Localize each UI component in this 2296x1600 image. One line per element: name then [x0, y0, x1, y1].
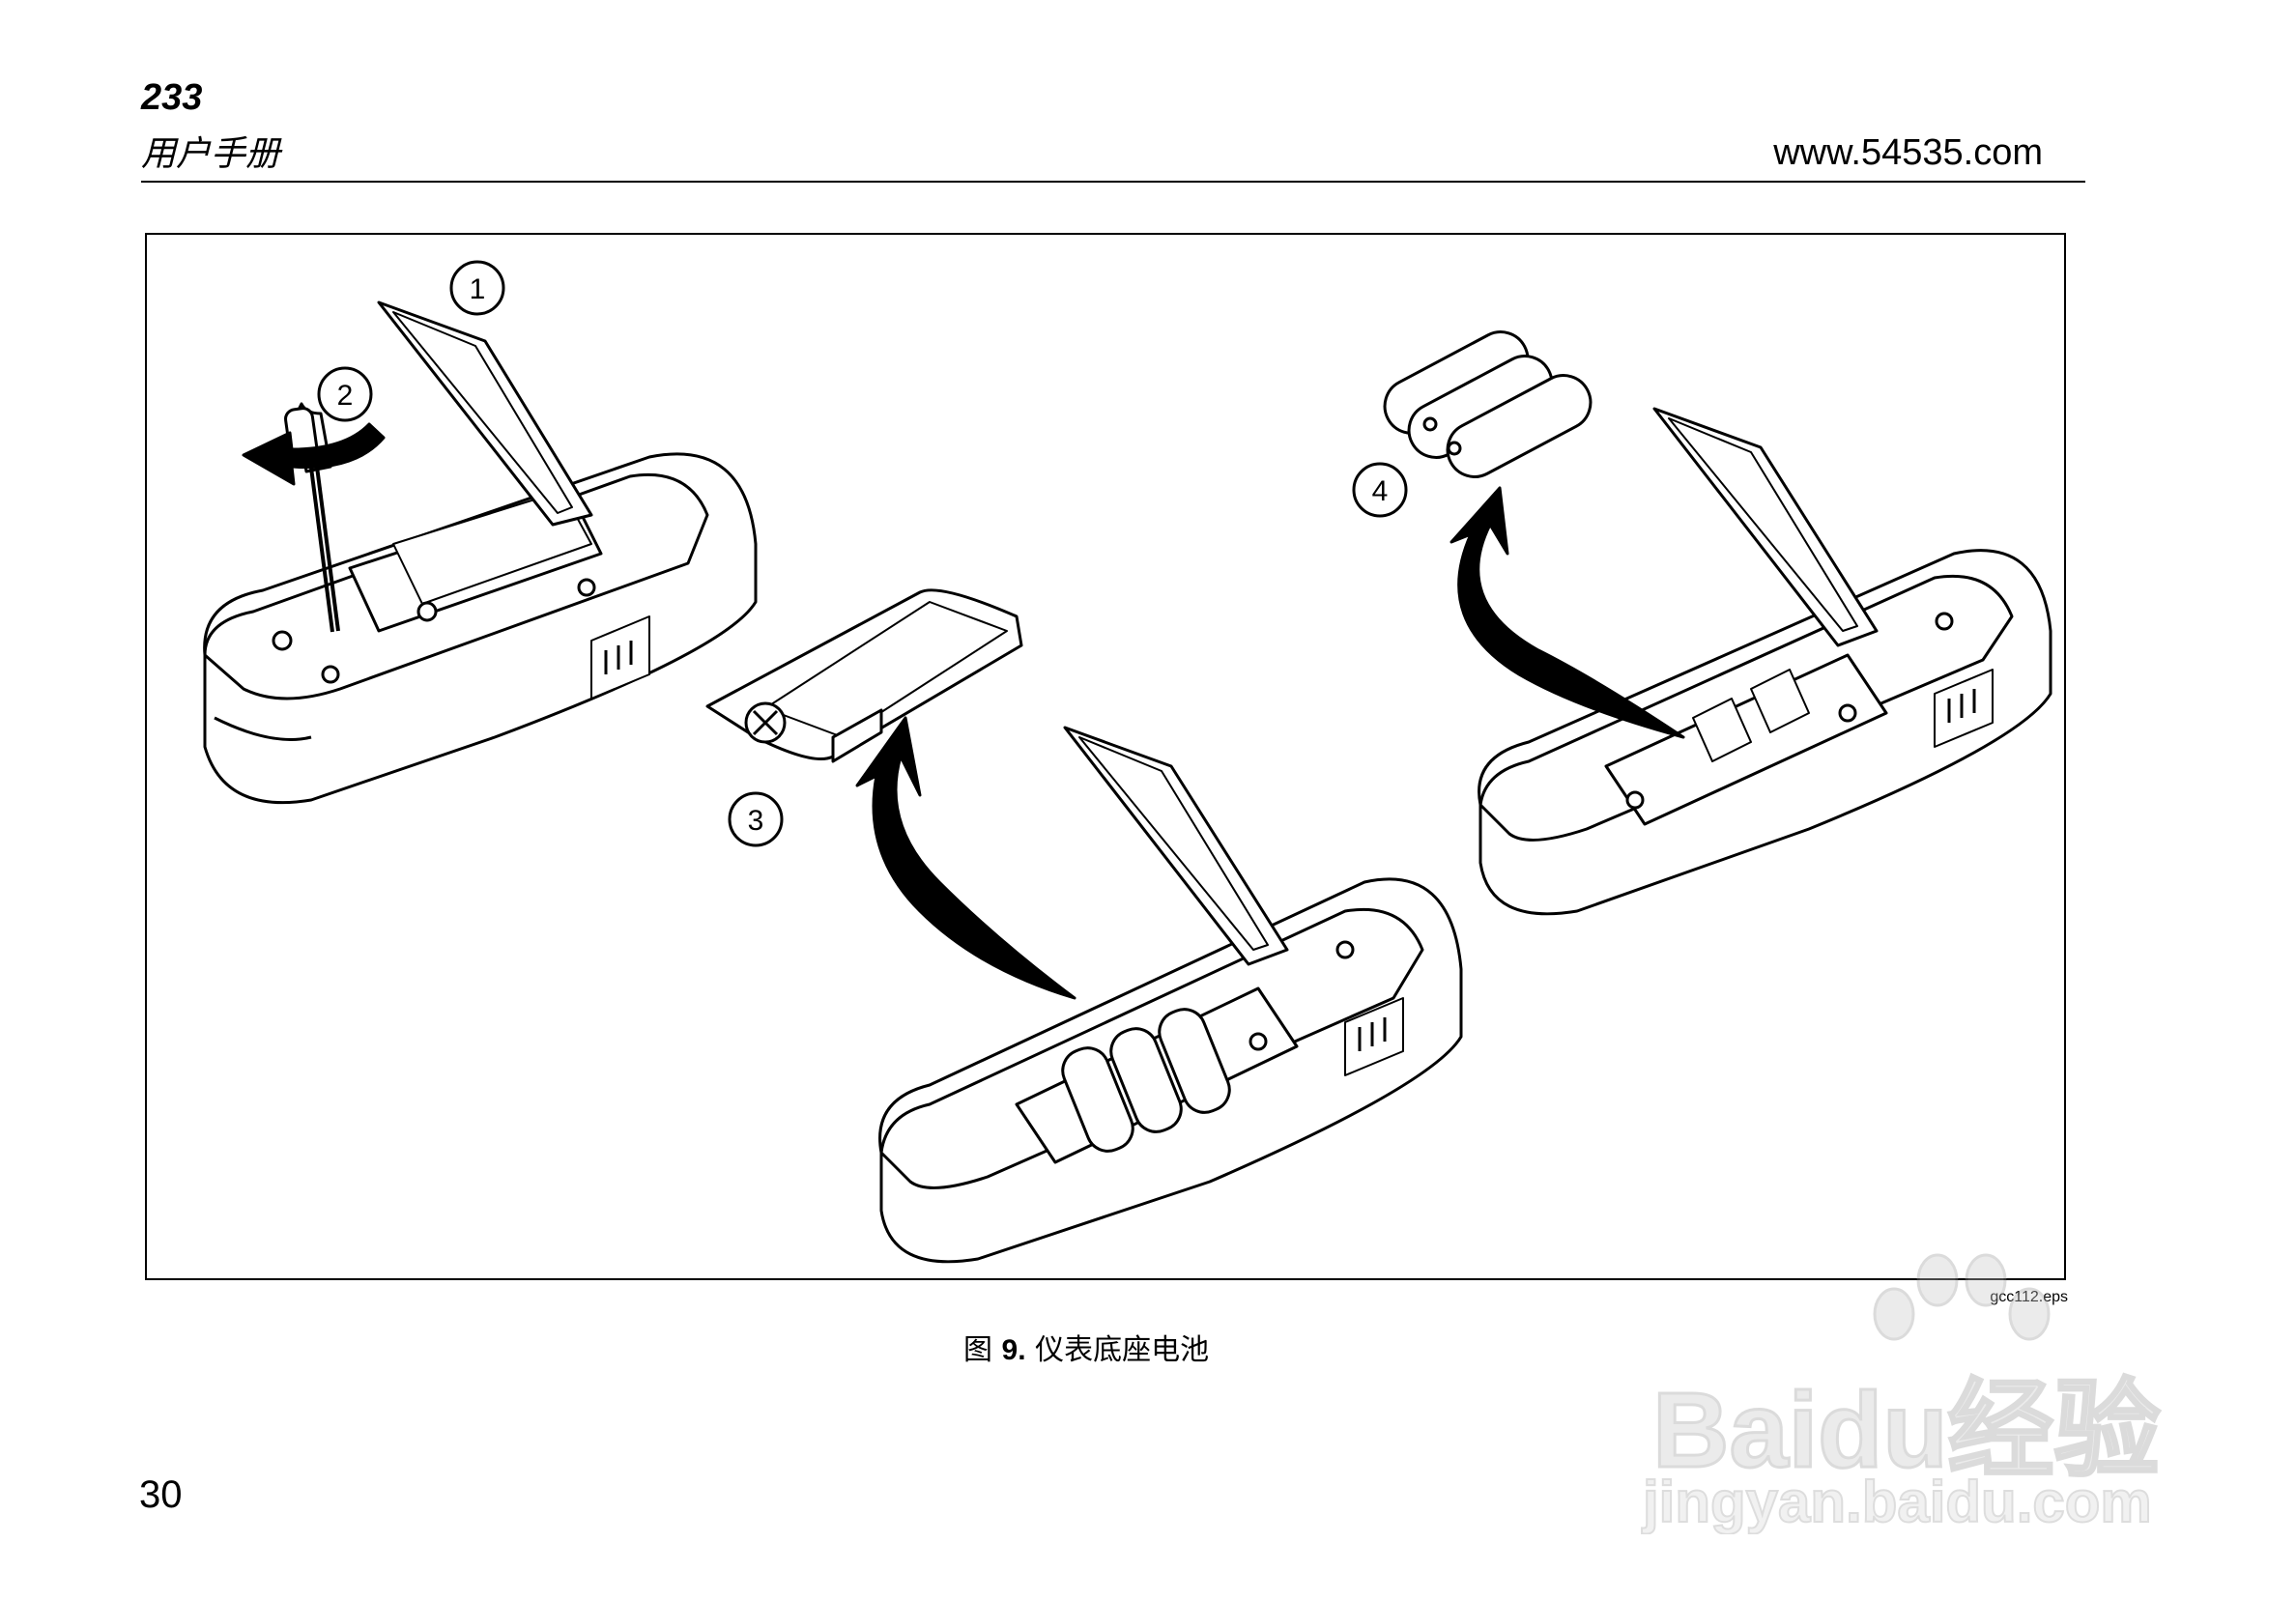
paw-logo-icon — [1873, 1253, 2051, 1341]
page-number: 30 — [139, 1473, 183, 1516]
step-3-label: 3 — [748, 805, 764, 837]
figure-file-label: gcc112.eps — [1990, 1289, 2068, 1306]
site-url: www.54535.com — [1773, 132, 2043, 173]
step-number-labels: 1 2 3 4 — [337, 273, 1389, 837]
caption-number: 9. — [1001, 1334, 1026, 1366]
step-4-label: 4 — [1372, 475, 1389, 507]
watermark-brand: Baidu经验 — [1651, 1370, 2163, 1492]
watermark-domain: jingyan.baidu.com — [1642, 1469, 2153, 1535]
caption-prefix: 图 — [963, 1333, 1002, 1367]
model-number: 233 — [141, 77, 203, 118]
meter-1-illustration — [203, 300, 758, 805]
step-2-label: 2 — [337, 380, 354, 412]
meter-3-illustration — [1478, 407, 2052, 916]
batteries-illustration — [1383, 330, 1593, 478]
battery-door-illustration — [705, 588, 1023, 763]
figure-caption: 图 9. 仪表底座电池 — [963, 1326, 1209, 1368]
battery-replacement-illustration: 1 2 3 4 — [203, 260, 2052, 1264]
header-rule — [141, 181, 2085, 183]
step-1-label: 1 — [470, 273, 486, 305]
caption-text: 仪表底座电池 — [1025, 1333, 1210, 1367]
meter-2-illustration — [878, 726, 1463, 1264]
figure-frame: 1 2 3 4 — [145, 233, 2066, 1280]
manual-title: 用户手册 — [141, 134, 281, 174]
